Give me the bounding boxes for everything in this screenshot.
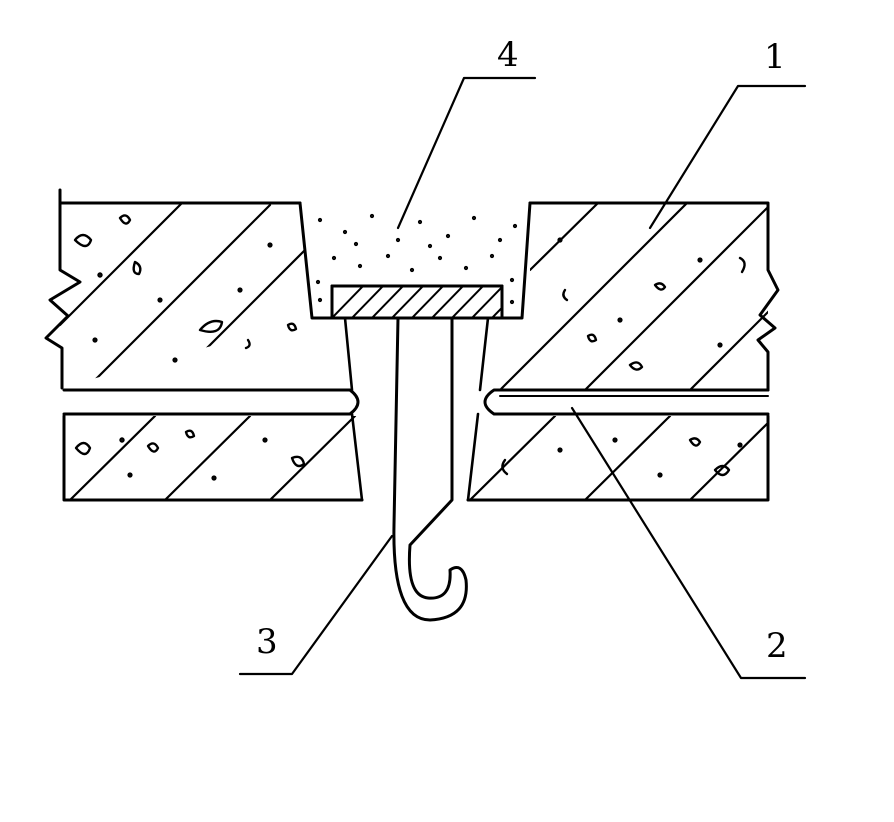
plug-stipple: [315, 213, 518, 305]
label-1: 1: [764, 37, 786, 77]
aggregate-texture: [501, 437, 743, 478]
sealing-plug: [298, 201, 532, 320]
label-3: 3: [256, 622, 278, 662]
hook: [392, 316, 468, 622]
lower-right-slab: [466, 414, 770, 502]
leader-lines: [238, 76, 807, 680]
label-4: 4: [497, 35, 519, 75]
aggregate-texture: [74, 429, 306, 481]
horizontal-channel: [62, 388, 770, 416]
lower-left-slab: [62, 414, 364, 502]
upper-left-slab: [44, 188, 312, 390]
aggregate-texture: [557, 237, 746, 371]
vertical-slot: [343, 316, 490, 502]
label-2: 2: [766, 626, 788, 666]
anchor-plate: [330, 284, 504, 320]
upper-right-slab: [500, 201, 780, 392]
aggregate-texture: [73, 214, 298, 363]
